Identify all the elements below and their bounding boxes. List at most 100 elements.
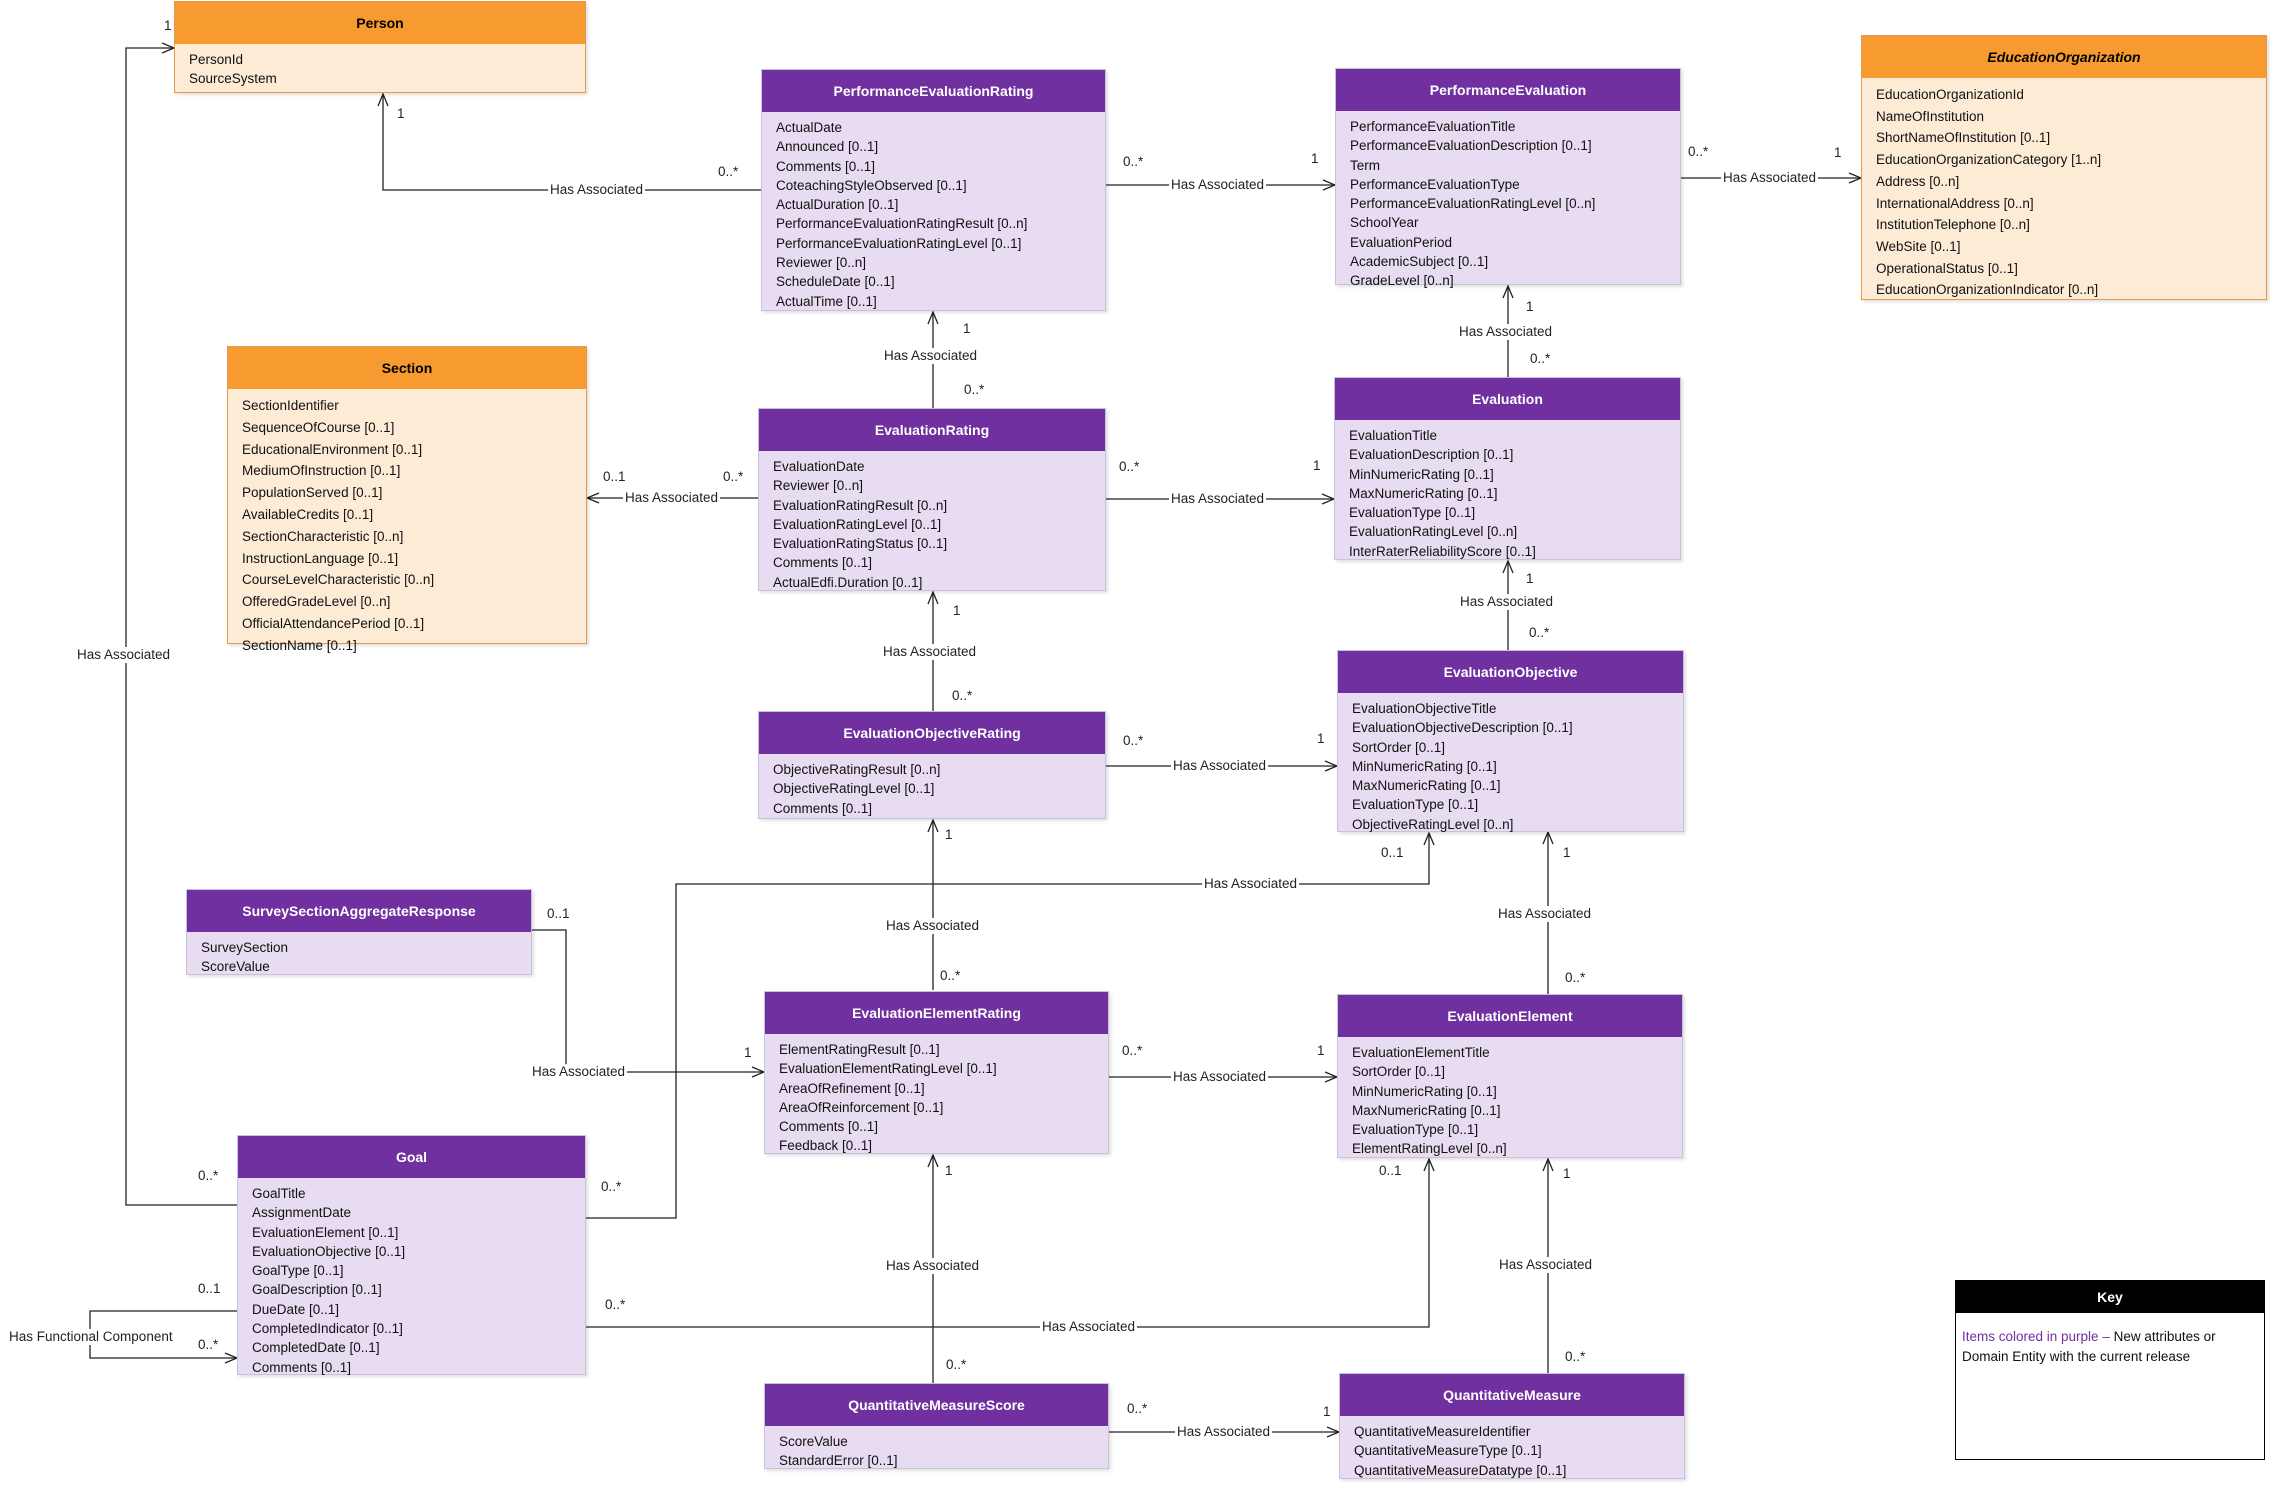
relationship-label: Has Associated — [1171, 758, 1269, 774]
multiplicity: 0..1 — [603, 469, 626, 484]
attribute: QuantitativeMeasureIdentifier — [1354, 1424, 1531, 1439]
entity-education-organization[interactable]: EducationOrganization EducationOrganizat… — [1861, 35, 2267, 300]
attribute: ActualDuration [0..1] — [776, 197, 899, 213]
attribute: ActualTime [0..1] — [776, 293, 877, 309]
attribute: Reviewer [0..n] — [773, 478, 864, 494]
attribute: Term — [1350, 157, 1380, 173]
attribute: OfficialAttendancePeriod [0..1] — [242, 615, 425, 631]
attribute: EvaluationDate — [773, 459, 865, 474]
attribute: Comments [0..1] — [779, 1119, 879, 1135]
multiplicity: 1 — [1526, 299, 1534, 314]
attribute: AcademicSubject [0..1] — [1350, 254, 1489, 270]
attribute: ShortNameOfInstitution [0..1] — [1876, 130, 2051, 146]
attribute: AreaOfRefinement [0..1] — [779, 1080, 925, 1096]
multiplicity: 0..* — [605, 1297, 626, 1312]
attribute: EvaluationType [0..1] — [1352, 797, 1479, 813]
attribute: ScheduleDate [0..1] — [776, 274, 895, 290]
attribute: SortOrder [0..1] — [1352, 739, 1446, 755]
multiplicity: 1 — [744, 1045, 752, 1060]
entity-survey-section-aggregate-response[interactable]: SurveySectionAggregateResponse SurveySec… — [186, 889, 532, 975]
relationship-label: Has Associated — [884, 918, 982, 934]
attribute: Comments [0..1] — [773, 555, 873, 571]
attribute: ObjectiveRatingLevel [0..1] — [773, 781, 935, 797]
entity-attributes: QuantitativeMeasureIdentifier Quantitati… — [1340, 1416, 1684, 1486]
attribute: AssignmentDate — [252, 1205, 352, 1221]
attribute: EvaluationElement [0..1] — [252, 1224, 399, 1240]
entity-goal[interactable]: Goal GoalTitle AssignmentDate Evaluation… — [237, 1135, 586, 1375]
entity-attributes: PersonId SourceSystem — [175, 44, 585, 95]
entity-evaluation-objective-rating[interactable]: EvaluationObjectiveRating ObjectiveRatin… — [758, 711, 1106, 819]
attribute: SectionName [0..1] — [242, 637, 357, 653]
entity-title: Section — [228, 347, 586, 389]
entity-title: Person — [175, 2, 585, 44]
entity-section[interactable]: Section SectionIdentifier SequenceOfCour… — [227, 346, 587, 653]
relationship-label: Has Associated — [548, 182, 646, 198]
entity-title: EvaluationObjective — [1338, 651, 1683, 693]
multiplicity: 0..* — [1123, 733, 1144, 748]
entity-title: PerformanceEvaluationRating — [762, 70, 1105, 112]
attribute: OperationalStatus [0..1] — [1876, 260, 2018, 276]
key-body: Items colored in purple – New attributes… — [1956, 1313, 2264, 1381]
entity-person[interactable]: Person PersonId SourceSystem — [174, 1, 586, 93]
relationship-label: Has Associated — [1457, 324, 1555, 340]
multiplicity: 0..* — [964, 382, 985, 397]
attribute: EvaluationTitle — [1349, 428, 1438, 443]
attribute: AvailableCredits [0..1] — [242, 506, 374, 522]
attribute: ActualDate — [776, 120, 843, 135]
multiplicity: 0..* — [718, 164, 739, 179]
legend-key: Key Items colored in purple – New attrib… — [1955, 1280, 2265, 1460]
attribute: EvaluationRatingLevel [0..n] — [1349, 524, 1518, 540]
attribute: NameOfInstitution — [1876, 108, 1985, 124]
attribute: EducationOrganizationId — [1876, 87, 2024, 102]
multiplicity: 1 — [963, 321, 971, 336]
attribute: EvaluationElementTitle — [1352, 1045, 1490, 1060]
multiplicity: 0..* — [940, 968, 961, 983]
attribute: Comments [0..1] — [773, 800, 873, 816]
entity-performance-evaluation-rating[interactable]: PerformanceEvaluationRating ActualDate A… — [761, 69, 1106, 311]
entity-evaluation-element-rating[interactable]: EvaluationElementRating ElementRatingRes… — [764, 991, 1109, 1154]
relationship-label: Has Associated — [882, 348, 980, 364]
relationship-label: Has Associated — [75, 647, 173, 663]
multiplicity: 1 — [1526, 571, 1534, 586]
attribute: EvaluationType [0..1] — [1349, 505, 1476, 521]
attribute: DueDate [0..1] — [252, 1301, 340, 1317]
multiplicity: 1 — [1834, 145, 1842, 160]
entity-title: QuantitativeMeasureScore — [765, 1384, 1108, 1426]
key-title: Key — [1956, 1281, 2264, 1313]
entity-evaluation-objective[interactable]: EvaluationObjective EvaluationObjectiveT… — [1337, 650, 1684, 832]
attribute: PerformanceEvaluationDescription [0..1] — [1350, 138, 1592, 154]
attribute: ScoreValue — [779, 1434, 848, 1449]
multiplicity: 0..* — [946, 1357, 967, 1372]
attribute: PopulationServed [0..1] — [242, 485, 383, 501]
relationship-label: Has Associated — [1169, 491, 1267, 507]
attribute: Comments [0..1] — [776, 158, 876, 174]
entity-evaluation[interactable]: Evaluation EvaluationTitle EvaluationDes… — [1334, 377, 1681, 560]
relationship-label: Has Associated — [1202, 876, 1300, 892]
relationship-label: Has Associated — [1040, 1319, 1138, 1335]
attribute: ScoreValue — [201, 959, 270, 975]
attribute: PerformanceEvaluationRatingResult [0..n] — [776, 216, 1028, 232]
entity-title: QuantitativeMeasure — [1340, 1374, 1684, 1416]
multiplicity: 1 — [953, 603, 961, 618]
attribute: ObjectiveRatingLevel [0..n] — [1352, 816, 1514, 832]
entity-title: EvaluationElement — [1338, 995, 1682, 1037]
multiplicity: 0..* — [1530, 351, 1551, 366]
relationship-label: Has Associated — [1169, 177, 1267, 193]
attribute: PerformanceEvaluationRatingLevel [0..n] — [1350, 196, 1596, 212]
entity-performance-evaluation[interactable]: PerformanceEvaluation PerformanceEvaluat… — [1335, 68, 1681, 288]
attribute: SequenceOfCourse [0..1] — [242, 419, 395, 435]
attribute: QuantitativeMeasureType [0..1] — [1354, 1443, 1542, 1459]
entity-evaluation-rating[interactable]: EvaluationRating EvaluationDate Reviewer… — [758, 408, 1106, 591]
entity-title: EvaluationObjectiveRating — [759, 712, 1105, 754]
multiplicity: 1 — [945, 827, 953, 842]
entity-quantitative-measure[interactable]: QuantitativeMeasure QuantitativeMeasureI… — [1339, 1373, 1685, 1479]
entity-attributes: EvaluationElementTitle SortOrder [0..1] … — [1338, 1037, 1682, 1165]
entity-evaluation-element[interactable]: EvaluationElement EvaluationElementTitle… — [1337, 994, 1683, 1158]
attribute: MinNumericRating [0..1] — [1349, 466, 1494, 482]
multiplicity: 1 — [1323, 1404, 1331, 1419]
multiplicity: 0..* — [198, 1337, 219, 1352]
entity-attributes: ScoreValue StandardError [0..1] — [765, 1426, 1108, 1477]
attribute: EducationOrganizationIndicator [0..n] — [1876, 282, 2099, 298]
entity-quantitative-measure-score[interactable]: QuantitativeMeasureScore ScoreValue Stan… — [764, 1383, 1109, 1469]
relationship-label: Has Associated — [623, 490, 721, 506]
